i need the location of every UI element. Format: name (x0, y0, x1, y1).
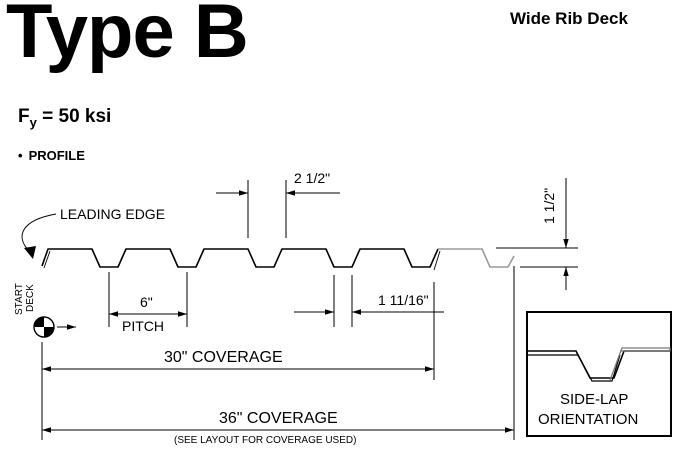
pitch-label: PITCH (122, 318, 164, 334)
leading-edge-arrowhead (24, 246, 36, 259)
dimension-depth (496, 178, 578, 290)
start-deck-label-line1: START (14, 283, 25, 315)
dimension-coverage-30 (41, 282, 435, 440)
yield-strength-symbol: F (18, 106, 30, 127)
yield-strength: Fy = 50 ksi (18, 106, 111, 130)
deck-profile-sidelap-rib (438, 248, 515, 268)
leading-edge-label: LEADING EDGE (60, 206, 165, 222)
yield-strength-value: = 50 ksi (36, 106, 112, 127)
pitch-value-label: 6" (140, 294, 153, 310)
sidelap-detail-box: SIDE-LAP ORIENTATION (526, 311, 672, 437)
dimension-coverage-36 (42, 266, 515, 440)
leading-edge-arrow (21, 213, 57, 253)
start-deck-label-line2: DECK (25, 284, 36, 312)
page-title: Type B (6, 0, 249, 74)
depth-dim-label: 1 1/2" (541, 188, 557, 224)
start-deck-symbol (33, 316, 76, 338)
dimension-top-flange (216, 180, 340, 238)
bottom-opening-dim-label: 1 11/16" (378, 292, 429, 308)
product-subtitle: Wide Rib Deck (510, 9, 628, 28)
top-flange-dim-label: 2 1/2" (294, 170, 330, 186)
section-heading: • PROFILE (18, 148, 85, 163)
deck-profile (41, 248, 439, 268)
coverage-note: (SEE LAYOUT FOR COVERAGE USED) (174, 435, 356, 446)
coverage-36-label: 36" COVERAGE (219, 410, 338, 427)
sidelap-label-line2: ORIENTATION (538, 411, 638, 428)
dimension-bottom-opening (294, 275, 444, 327)
dimension-pitch (108, 272, 188, 327)
yield-strength-subscript: y (29, 115, 37, 130)
sidelap-label-line1: SIDE-LAP (560, 391, 628, 408)
deck-profile-offset (43, 250, 441, 271)
bullet-icon: • (18, 148, 23, 163)
coverage-30-label: 30" COVERAGE (164, 349, 283, 366)
section-heading-label: PROFILE (28, 148, 85, 163)
